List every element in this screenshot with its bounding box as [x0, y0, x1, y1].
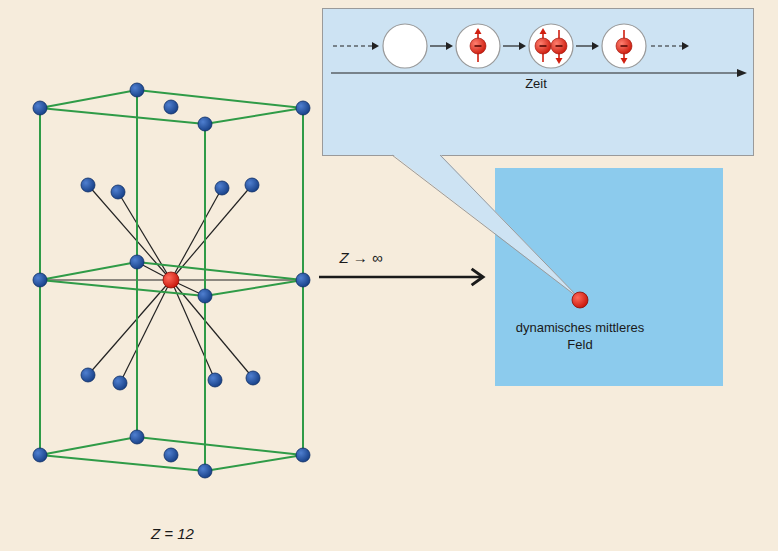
atom [246, 371, 260, 385]
charge-sign [475, 45, 482, 47]
electron [470, 28, 486, 62]
bond-line [171, 185, 252, 280]
arrow-shaft [319, 276, 483, 279]
sequence-arrow [333, 45, 373, 46]
bond-line [118, 192, 171, 280]
atom [215, 181, 229, 195]
atom [198, 464, 212, 478]
spin-arrowhead [475, 28, 482, 34]
bond-line [171, 279, 303, 280]
atom [296, 448, 310, 462]
spin-arrowhead [540, 28, 547, 34]
atom [130, 430, 144, 444]
cell-face [40, 90, 303, 124]
spin-arrowhead [556, 58, 563, 64]
electron [551, 30, 567, 64]
electron [616, 30, 632, 64]
unit-cell-edges [40, 90, 303, 471]
atom [198, 289, 212, 303]
atom [130, 255, 144, 269]
sequence-arrow [503, 45, 520, 46]
limit-label: Z → ∞ [339, 249, 382, 266]
callout-pointer-edge [440, 155, 580, 299]
sequence-arrowhead [682, 42, 689, 50]
occupation-sequence [331, 24, 747, 77]
sequence-arrowhead [519, 42, 526, 50]
atom [81, 368, 95, 382]
cell-face [40, 437, 303, 471]
impurity-atom [572, 292, 588, 308]
sequence-arrowhead [446, 42, 453, 50]
callout-box: Zeit [322, 8, 754, 156]
central-atom [163, 272, 179, 288]
charge-sign [540, 45, 547, 47]
bond-line [40, 279, 171, 280]
site-circle [529, 24, 573, 68]
atom [164, 100, 178, 114]
sequence-arrowhead [372, 42, 379, 50]
mean-field-box: dynamisches mittleres Feld [495, 168, 723, 386]
sequence-arrow [651, 45, 683, 46]
bond-line [88, 185, 171, 280]
time-axis-head [737, 69, 747, 77]
site-circle [383, 24, 427, 68]
atom [111, 185, 125, 199]
field-label: dynamisches mittleres Feld [505, 320, 655, 354]
atom [164, 448, 178, 462]
sequence-arrow [576, 45, 593, 46]
atom [245, 178, 259, 192]
neighbor-bonds [40, 185, 303, 383]
sequence-arrowhead [592, 42, 599, 50]
lattice-cell: Z = 12 [30, 60, 315, 544]
electron [535, 28, 551, 62]
charge-sign [556, 45, 563, 47]
callout-pointer [392, 154, 580, 299]
atom [208, 373, 222, 387]
atom [296, 101, 310, 115]
sequence-arrow [430, 45, 447, 46]
coordination-label: Z = 12 [151, 525, 194, 544]
atom [198, 117, 212, 131]
atom [130, 83, 144, 97]
bond-line [88, 280, 171, 375]
atom [33, 448, 47, 462]
bond-line [120, 280, 171, 383]
site-circle [602, 24, 646, 68]
time-label: Zeit [496, 76, 576, 91]
limit-arrow [319, 269, 483, 285]
electron-ball [616, 38, 632, 54]
atom [296, 273, 310, 287]
atom [81, 178, 95, 192]
time-axis [331, 72, 739, 73]
electron-ball [470, 38, 486, 54]
atom [113, 376, 127, 390]
electron-ball [535, 38, 551, 54]
site-circle [456, 24, 500, 68]
mean-field-box-art [495, 168, 723, 386]
lattice-atoms [33, 83, 310, 478]
electron-ball [551, 38, 567, 54]
callout-pointer-edge [392, 155, 580, 299]
atom [33, 273, 47, 287]
arrow-head [472, 269, 483, 285]
spin-arrowhead [621, 58, 628, 64]
atom [33, 101, 47, 115]
cell-face [40, 262, 303, 296]
charge-sign [621, 45, 628, 47]
